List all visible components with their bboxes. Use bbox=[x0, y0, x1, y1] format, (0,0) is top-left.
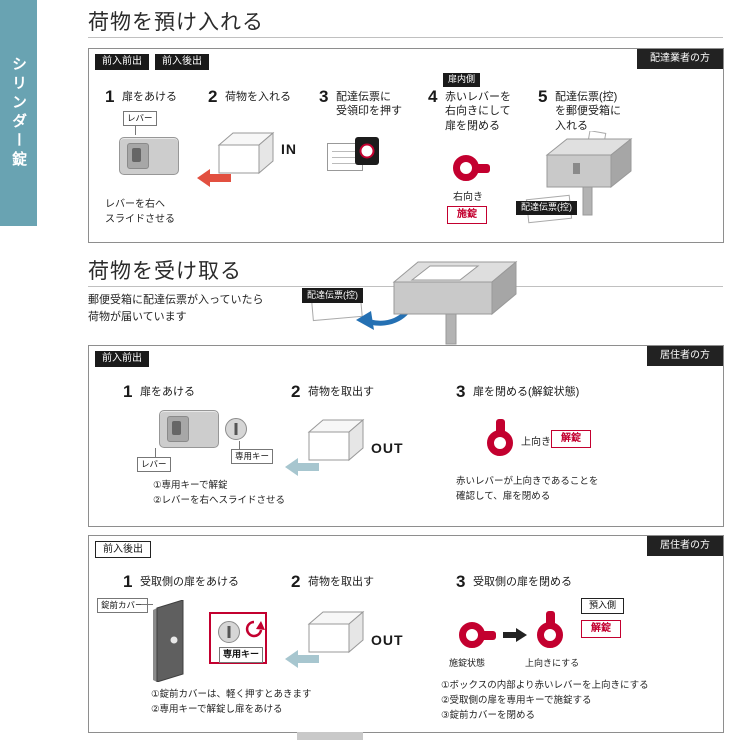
deposit-step5-number: 5 bbox=[538, 87, 548, 106]
rf-step3-orientation: 上向き bbox=[521, 437, 551, 448]
rf-step2-number: 2 bbox=[291, 382, 301, 401]
receive-front-panel: 前入前出 居住者の方 1 扉をあける レバー 専用キー ①専用キーで解錠 ②レバ… bbox=[88, 345, 724, 527]
rf-step3-number: 3 bbox=[456, 382, 466, 401]
unlocked-badge-1: 解錠 bbox=[551, 430, 591, 448]
key-part-label-2: 専用キー bbox=[219, 647, 264, 663]
parcel-box-icon bbox=[217, 131, 275, 175]
key-leader-line bbox=[239, 441, 240, 449]
out-direction-label-2: OUT bbox=[371, 632, 404, 648]
key-part-label: 専用キー bbox=[231, 449, 274, 464]
audience-badge-resident-1: 居住者の方 bbox=[647, 346, 723, 366]
cover-leader-line bbox=[141, 604, 153, 605]
lever-leader-line-2 bbox=[155, 448, 156, 457]
rb-step3-number: 3 bbox=[456, 572, 466, 591]
locked-state-label: 施錠状態 bbox=[449, 658, 486, 668]
parcel-box-icon-3 bbox=[307, 610, 365, 654]
rb-step3-label: 受取側の扉を閉める bbox=[473, 576, 572, 588]
receive-back-panel: 前入後出 居住者の方 1 受取側の扉をあける 錠前カバー 専用キー ①錠前カバー… bbox=[88, 535, 724, 733]
category-tab-label: シリンダー錠 bbox=[10, 56, 27, 170]
stamp-device-icon bbox=[355, 137, 379, 165]
badge-front-in-front-out: 前入前出 bbox=[95, 54, 149, 70]
door-inside-tag: 扉内側 bbox=[443, 73, 481, 87]
badge-front-in-back-out-2: 前入後出 bbox=[95, 541, 151, 558]
out-arrow-icon-2 bbox=[285, 650, 319, 668]
turn-up-label: 上向きにする bbox=[525, 658, 580, 668]
rf-step3-label: 扉を閉める(解錠状態) bbox=[473, 386, 580, 398]
red-lever-right-icon-2 bbox=[459, 622, 496, 648]
mailbox-large-icon bbox=[392, 260, 518, 345]
badge-front-in-back-out: 前入後出 bbox=[155, 54, 209, 70]
receive-note: 郵便受箱に配達伝票が入っていたら 荷物が届いています bbox=[88, 294, 264, 323]
deposit-step2-number: 2 bbox=[208, 87, 218, 106]
receive-slip-badge: 配達伝票(控) bbox=[302, 288, 363, 303]
page-footer-bar bbox=[297, 732, 363, 740]
deposit-step5-slip-badge: 配達伝票(控) bbox=[516, 201, 577, 215]
in-arrow-icon bbox=[197, 169, 231, 187]
deposit-step1-label: 扉をあける bbox=[122, 91, 177, 103]
rb-step2-number: 2 bbox=[291, 572, 301, 591]
unlocked-badge-2: 解錠 bbox=[581, 620, 621, 638]
lever-leader-line bbox=[135, 125, 136, 135]
locked-badge: 施錠 bbox=[447, 206, 487, 224]
receive-title: 荷物を受け取る bbox=[88, 260, 242, 283]
deposit-step1-caption: レバーを右へ スライドさせる bbox=[105, 199, 175, 225]
rf-step2-label: 荷物を取出す bbox=[308, 386, 374, 398]
rf-step1-caption: ①専用キーで解錠 ②レバーを右へスライドさせる bbox=[153, 480, 286, 507]
deposit-step3-number: 3 bbox=[319, 87, 329, 106]
parcel-box-icon-2 bbox=[307, 418, 365, 462]
lever-plate-illustration bbox=[119, 137, 179, 175]
out-arrow-icon-1 bbox=[285, 458, 319, 476]
deposit-step1-number: 1 bbox=[105, 87, 115, 106]
rb-step2-label: 荷物を取出す bbox=[308, 576, 374, 588]
key-highlight-box: 専用キー bbox=[209, 612, 267, 664]
category-tab-cylinder-lock: シリンダー錠 bbox=[0, 0, 37, 226]
rb-step1-number: 1 bbox=[123, 572, 133, 591]
deposit-step4-label: 赤いレバーを 右向きにして 扉を閉める bbox=[445, 91, 511, 132]
rf-step3-caption: 赤いレバーが上向きであることを 確認して、扉を閉める bbox=[456, 476, 599, 503]
deposit-step4-number: 4 bbox=[428, 87, 438, 106]
rb-step3-caption: ①ボックスの内部より赤いレバーを上向きにする ②受取側の扉を専用キーで施錠する … bbox=[441, 680, 649, 722]
audience-badge-courier: 配達業者の方 bbox=[637, 49, 723, 69]
mailbox-icon bbox=[545, 131, 633, 216]
deposit-step3-label: 配達伝票に 受領印を押す bbox=[336, 91, 402, 118]
lever-plate-illustration-2 bbox=[159, 410, 219, 448]
deposit-step4-orientation: 右向き bbox=[453, 192, 483, 203]
out-direction-label-1: OUT bbox=[371, 440, 404, 456]
rf-step1-label: 扉をあける bbox=[140, 386, 195, 398]
deposit-title-rule bbox=[88, 37, 723, 38]
deposit-step2-label: 荷物を入れる bbox=[225, 91, 291, 103]
red-lever-right-icon bbox=[453, 155, 490, 181]
red-lever-up-icon-2 bbox=[537, 611, 563, 648]
key-cylinder-icon bbox=[225, 418, 247, 440]
lever-part-label-2: レバー bbox=[137, 457, 171, 472]
in-direction-label: IN bbox=[281, 141, 297, 157]
deposit-side-badge: 預入側 bbox=[581, 598, 625, 614]
next-arrow-icon bbox=[503, 628, 527, 642]
deposit-title: 荷物を預け入れる bbox=[88, 11, 264, 34]
door-open-icon bbox=[153, 600, 184, 682]
audience-badge-resident-2: 居住者の方 bbox=[647, 536, 723, 556]
lever-part-label: レバー bbox=[123, 111, 157, 126]
key-cylinder-icon-2 bbox=[218, 621, 240, 643]
rb-step1-caption: ①錠前カバーは、軽く押すとあきます ②専用キーで解錠し扉をあける bbox=[151, 689, 312, 716]
lever-knob bbox=[132, 148, 141, 162]
turn-key-arrow-icon bbox=[245, 620, 265, 638]
red-lever-up-icon bbox=[487, 419, 513, 456]
rb-step1-label: 受取側の扉をあける bbox=[140, 576, 239, 588]
deposit-panel: 前入前出 前入後出 配達業者の方 1 扉をあける レバー レバーを右へ スライド… bbox=[88, 48, 724, 243]
badge-front-in-front-out-2: 前入前出 bbox=[95, 351, 149, 367]
rf-step1-number: 1 bbox=[123, 382, 133, 401]
lock-cover-part-label: 錠前カバー bbox=[97, 598, 148, 613]
deposit-step5-label: 配達伝票(控) を郵便受箱に 入れる bbox=[555, 91, 621, 132]
